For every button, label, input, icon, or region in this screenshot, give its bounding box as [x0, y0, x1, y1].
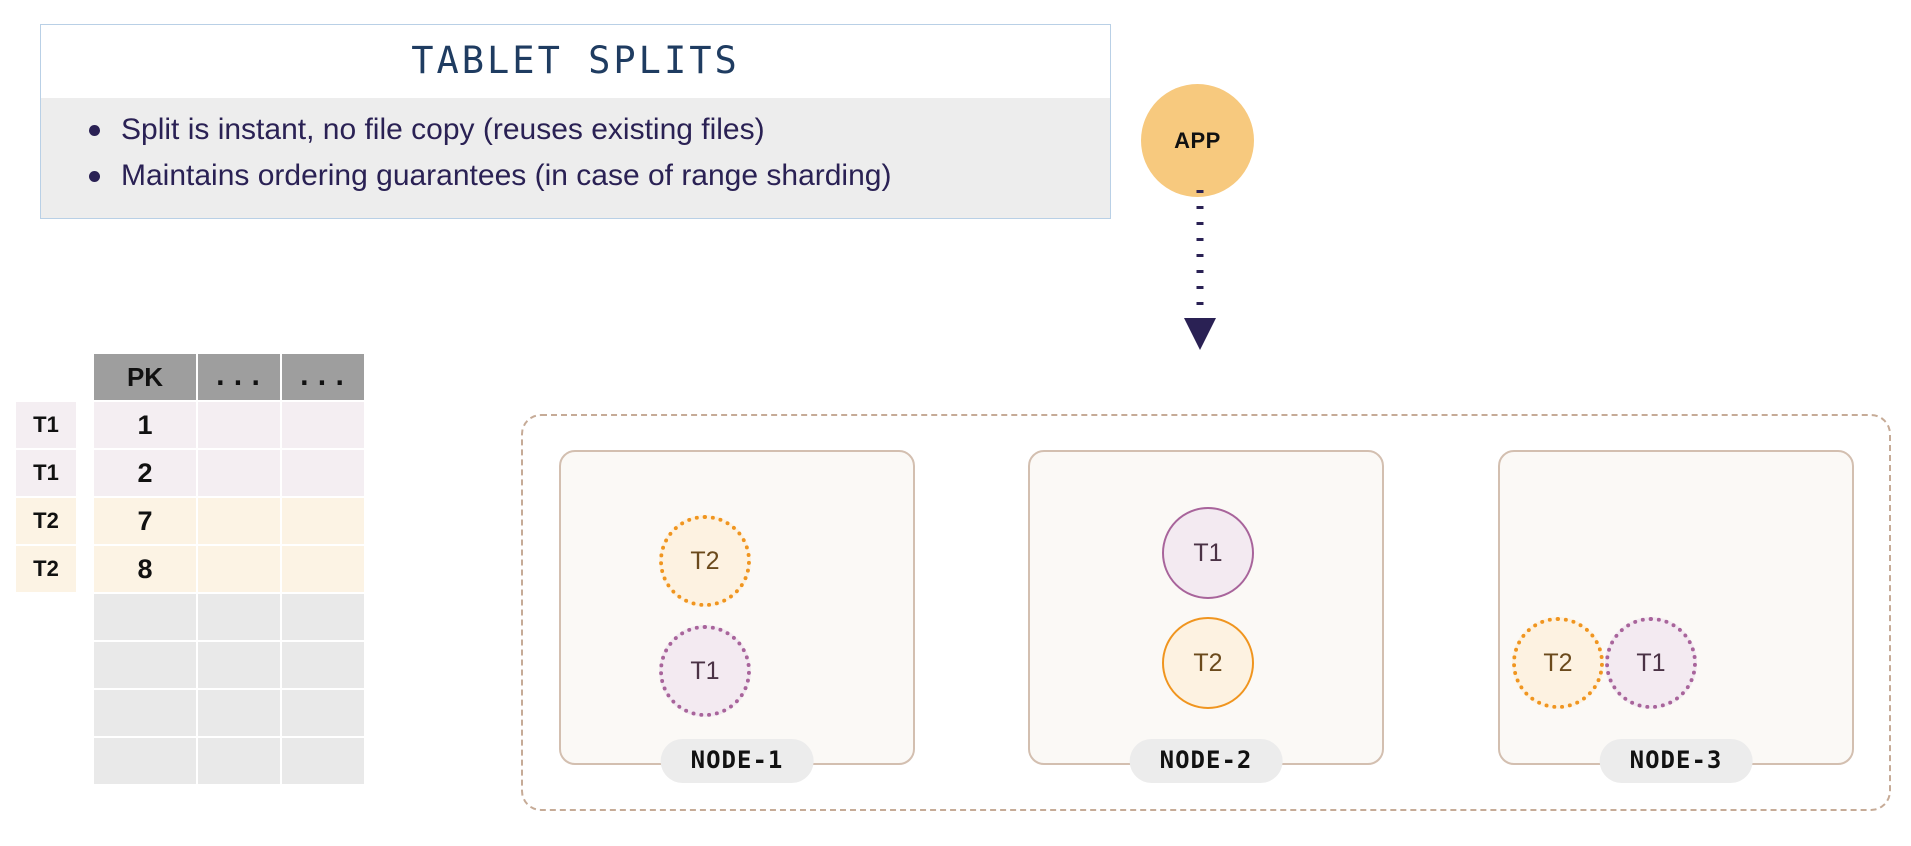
table-spacer: [78, 690, 92, 736]
tablet-label: T2: [1543, 648, 1573, 677]
cell-c3: [282, 546, 364, 592]
tablet-label: T1: [690, 656, 720, 685]
table-spacer: [78, 450, 92, 496]
tablet-label: T1: [1636, 648, 1666, 677]
callout-bullet-list: Split is instant, no file copy (reuses e…: [59, 108, 1092, 198]
cell-c3: [282, 690, 364, 736]
column-header-3: ...: [282, 354, 364, 400]
column-header-2: ...: [198, 354, 280, 400]
table-row: T1 1: [16, 402, 364, 448]
cell-c3: [282, 594, 364, 640]
tablet-t2[interactable]: T2: [1162, 617, 1254, 709]
node-label-2: NODE-2: [1129, 739, 1283, 783]
cell-pk: 1: [94, 402, 196, 448]
row-tag: [16, 738, 76, 784]
row-tag: [16, 642, 76, 688]
list-item: Maintains ordering guarantees (in case o…: [59, 154, 1092, 198]
cell-pk: [94, 738, 196, 784]
list-item: Split is instant, no file copy (reuses e…: [59, 108, 1092, 152]
row-tag: [16, 690, 76, 736]
tag-cell-empty: [16, 354, 76, 400]
cell-pk: [94, 642, 196, 688]
row-tag: [16, 594, 76, 640]
node-label-1: NODE-1: [660, 739, 814, 783]
cell-c2: [198, 690, 280, 736]
table-row: [16, 642, 364, 688]
cell-pk: 8: [94, 546, 196, 592]
table-row: [16, 738, 364, 784]
table-header-row: PK ... ...: [16, 354, 364, 400]
table-row: T1 2: [16, 450, 364, 496]
bullet-text: Split is instant, no file copy (reuses e…: [121, 113, 765, 146]
cell-c2: [198, 498, 280, 544]
table-row: T2 7: [16, 498, 364, 544]
row-tag: T1: [16, 402, 76, 448]
bullet-dot-icon: [89, 171, 100, 183]
row-tag: T2: [16, 546, 76, 592]
cell-c3: [282, 738, 364, 784]
row-tag: T2: [16, 498, 76, 544]
tablet-t1[interactable]: T1: [1605, 617, 1697, 709]
column-header-pk: PK: [94, 354, 196, 400]
app-node: APP: [1141, 84, 1254, 197]
cell-c3: [282, 642, 364, 688]
cell-c2: [198, 738, 280, 784]
tablet-splits-callout: TABLET SPLITS Split is instant, no file …: [40, 24, 1111, 220]
cell-c2: [198, 594, 280, 640]
app-label: APP: [1174, 127, 1221, 153]
node-box-2[interactable]: T1 T2 NODE-2: [1028, 450, 1384, 783]
cell-c3: [282, 402, 364, 448]
node-label-3: NODE-3: [1599, 739, 1753, 783]
tablet-label: T2: [1193, 648, 1223, 677]
bullet-text: Maintains ordering guarantees (in case o…: [121, 159, 892, 193]
primary-key-table: PK ... ... T1 1 T1 2 T2 7: [14, 352, 366, 786]
arrow-head-icon: [1184, 318, 1216, 350]
table-row: [16, 690, 364, 736]
cluster-container: T2 T1 NODE-1 T1 T2 NODE-2 T2 T1 NODE-3: [521, 414, 1891, 811]
node-box-1[interactable]: T2 T1 NODE-1: [559, 450, 915, 783]
tablet-label: T1: [1193, 538, 1223, 567]
cell-pk: [94, 690, 196, 736]
table-row: T2 8: [16, 546, 364, 592]
table-spacer: [78, 594, 92, 640]
cell-c3: [282, 450, 364, 496]
cell-pk: 2: [94, 450, 196, 496]
callout-body: Split is instant, no file copy (reuses e…: [41, 98, 1110, 219]
bullet-dot-icon: [89, 125, 100, 136]
table-spacer: [78, 354, 92, 400]
cell-c3: [282, 498, 364, 544]
table-spacer: [78, 546, 92, 592]
tablet-t1[interactable]: T1: [659, 625, 751, 717]
tablet-t2[interactable]: T2: [1512, 617, 1604, 709]
row-tag: T1: [16, 450, 76, 496]
table: PK ... ... T1 1 T1 2 T2 7: [14, 352, 366, 786]
table-row: [16, 594, 364, 640]
table-spacer: [78, 642, 92, 688]
table-spacer: [78, 498, 92, 544]
tablet-label: T2: [690, 546, 720, 575]
cell-c2: [198, 546, 280, 592]
table-spacer: [78, 402, 92, 448]
cell-c2: [198, 402, 280, 448]
cell-c2: [198, 642, 280, 688]
table-spacer: [78, 738, 92, 784]
callout-title: TABLET SPLITS: [41, 25, 1110, 98]
cell-pk: [94, 594, 196, 640]
tablet-t1[interactable]: T1: [1162, 507, 1254, 599]
tablet-t2[interactable]: T2: [659, 515, 751, 607]
cell-pk: 7: [94, 498, 196, 544]
node-box-3[interactable]: T2 T1 NODE-3: [1498, 450, 1854, 783]
app-to-cluster-arrow: [1184, 190, 1216, 350]
cell-c2: [198, 450, 280, 496]
